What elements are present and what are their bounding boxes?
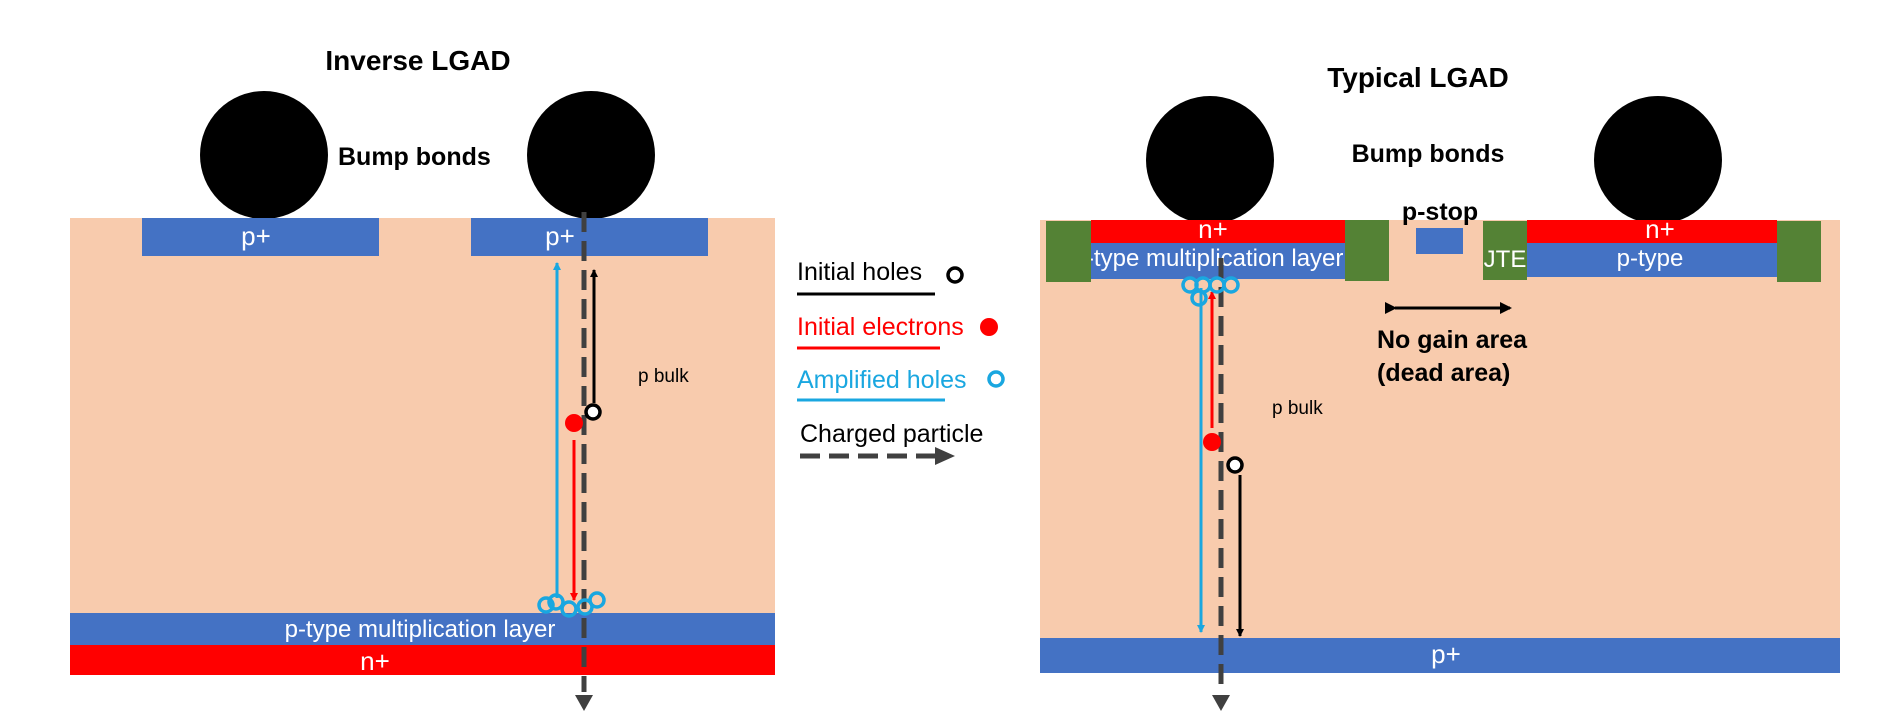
right-n-plus-electrode-1 [1091,220,1345,243]
left-bump-bond-2 [527,91,655,219]
right-initial-electron [1203,433,1221,451]
left-initial-electron [565,414,583,432]
jte-label: JTE [1484,246,1527,273]
right-p-bulk-label: p bulk [1272,398,1323,419]
right-jte-3 [1483,221,1527,280]
p-stop-label: p-stop [1402,198,1478,226]
left-amplified-hole [588,591,606,609]
left-p-plus-pad-1 [142,218,379,256]
right-p-bulk-region [1040,220,1840,638]
left-p-plus-pad-1-label: p+ [241,221,271,251]
right-multiplication-layer-label: p-type multiplication layer [1073,245,1344,272]
legend: Initial holes Initial electrons Amplifie… [797,258,1005,465]
right-n-plus-1-label: n+ [1198,214,1228,244]
left-amplified-hole [560,600,578,618]
left-amplified-hole [547,593,565,611]
right-charged-particle-arrowhead [1212,695,1230,711]
right-p-type-layer [1527,243,1777,277]
legend-amplified-hole-marker [987,370,1005,388]
legend-amplified-holes-label: Amplified holes [797,366,967,394]
right-amplified-hole [1190,289,1208,307]
right-multiplication-layer [1091,243,1345,279]
right-jte-1 [1046,221,1091,282]
inverse-lgad: Inverse LGAD Bump bonds p+ p+ p bulk p-t… [70,45,775,711]
left-amplified-holes-cluster [537,591,606,618]
right-n-plus-2-label: n+ [1645,214,1675,244]
right-p-type-label: p-type [1617,245,1684,272]
legend-charged-particle-label: Charged particle [800,420,983,448]
right-p-plus-layer [1040,638,1840,673]
no-gain-area-label-1: No gain area [1377,326,1528,354]
right-jte-2 [1345,220,1389,281]
left-p-bulk-region [70,218,775,613]
left-charged-particle-arrowhead [575,695,593,711]
typical-lgad-title: Typical LGAD [1327,62,1509,93]
left-bump-bonds-label: Bump bonds [338,143,491,171]
right-amplified-holes-cluster [1181,276,1240,307]
left-p-plus-pad-2 [471,218,708,256]
left-p-plus-pad-2-label: p+ [545,221,575,251]
legend-initial-electrons-label: Initial electrons [797,313,964,341]
legend-initial-electron-marker [980,318,998,336]
right-bump-bond-1 [1146,96,1274,224]
right-p-plus-label: p+ [1431,639,1461,669]
legend-charged-particle-arrowhead [935,447,955,465]
typical-lgad: Typical LGAD Bump bonds p-stop n+ p-type… [1040,62,1840,711]
inverse-lgad-title: Inverse LGAD [325,45,510,76]
left-n-plus-label: n+ [360,646,390,676]
p-stop [1416,228,1463,254]
right-initial-hole [1226,456,1244,474]
left-multiplication-layer-label: p-type multiplication layer [285,616,556,643]
left-n-plus-layer [70,645,775,675]
right-jte-4 [1777,221,1821,282]
left-p-bulk-label: p bulk [638,366,689,387]
right-n-plus-electrode-2 [1527,220,1777,243]
right-bump-bond-2 [1594,96,1722,224]
left-multiplication-layer [70,613,775,645]
right-bump-bonds-label: Bump bonds [1352,140,1505,168]
left-bump-bond-1 [200,91,328,219]
legend-initial-hole-marker [946,266,964,284]
legend-initial-holes-label: Initial holes [797,258,922,286]
no-gain-area-label-2: (dead area) [1377,359,1510,387]
right-amplified-hole [1222,276,1240,294]
left-amplified-hole [537,596,555,614]
left-initial-hole [584,403,602,421]
